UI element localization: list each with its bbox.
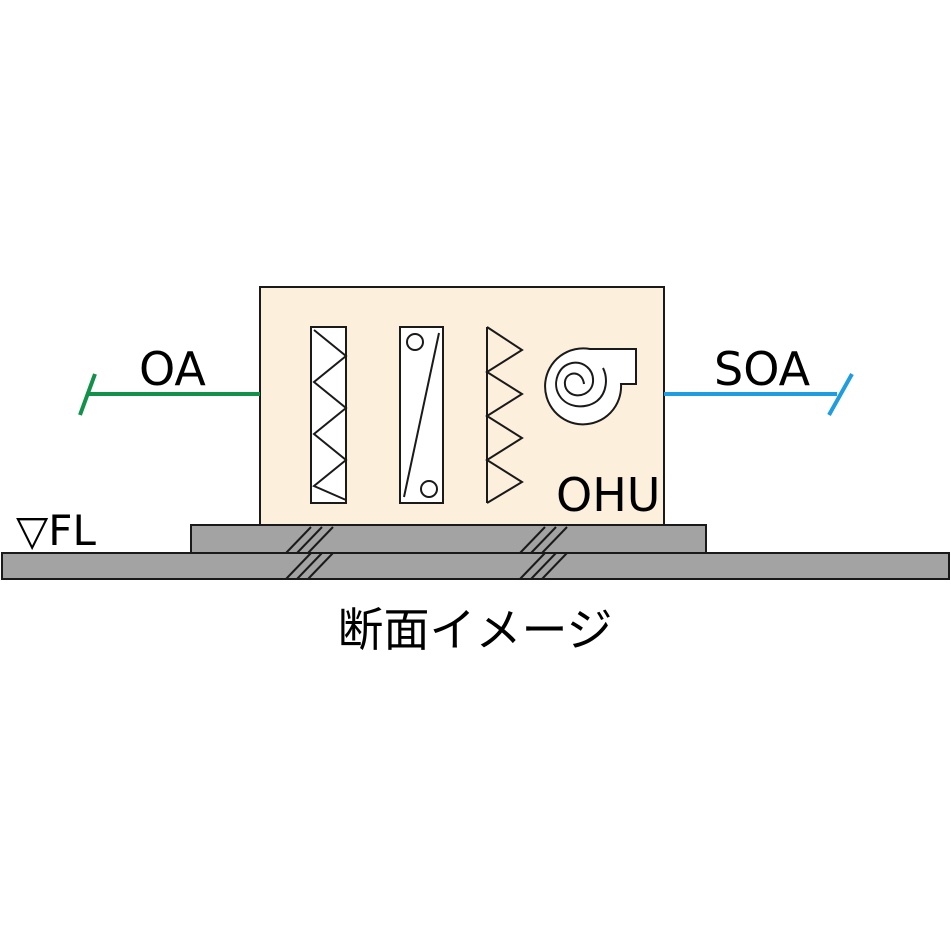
anchor-marks-right: [519, 526, 568, 580]
oa-label: OA: [139, 342, 206, 396]
oa-duct-line: [78, 373, 260, 416]
floor-level-label: ▽FL: [16, 506, 96, 555]
unit-label: OHU: [556, 468, 660, 522]
anchor-marks-left: [285, 526, 334, 580]
floor-slab: [1, 552, 950, 580]
heat-exchanger-coil-icon: [399, 326, 444, 504]
caption: 断面イメージ: [337, 603, 612, 657]
filter-icon: [310, 326, 348, 504]
fan-icon: [544, 347, 637, 426]
soa-label: SOA: [714, 342, 811, 396]
bag-filter-icon: [485, 326, 524, 504]
soa-duct-line: [664, 373, 854, 416]
equipment-base: [190, 524, 707, 554]
